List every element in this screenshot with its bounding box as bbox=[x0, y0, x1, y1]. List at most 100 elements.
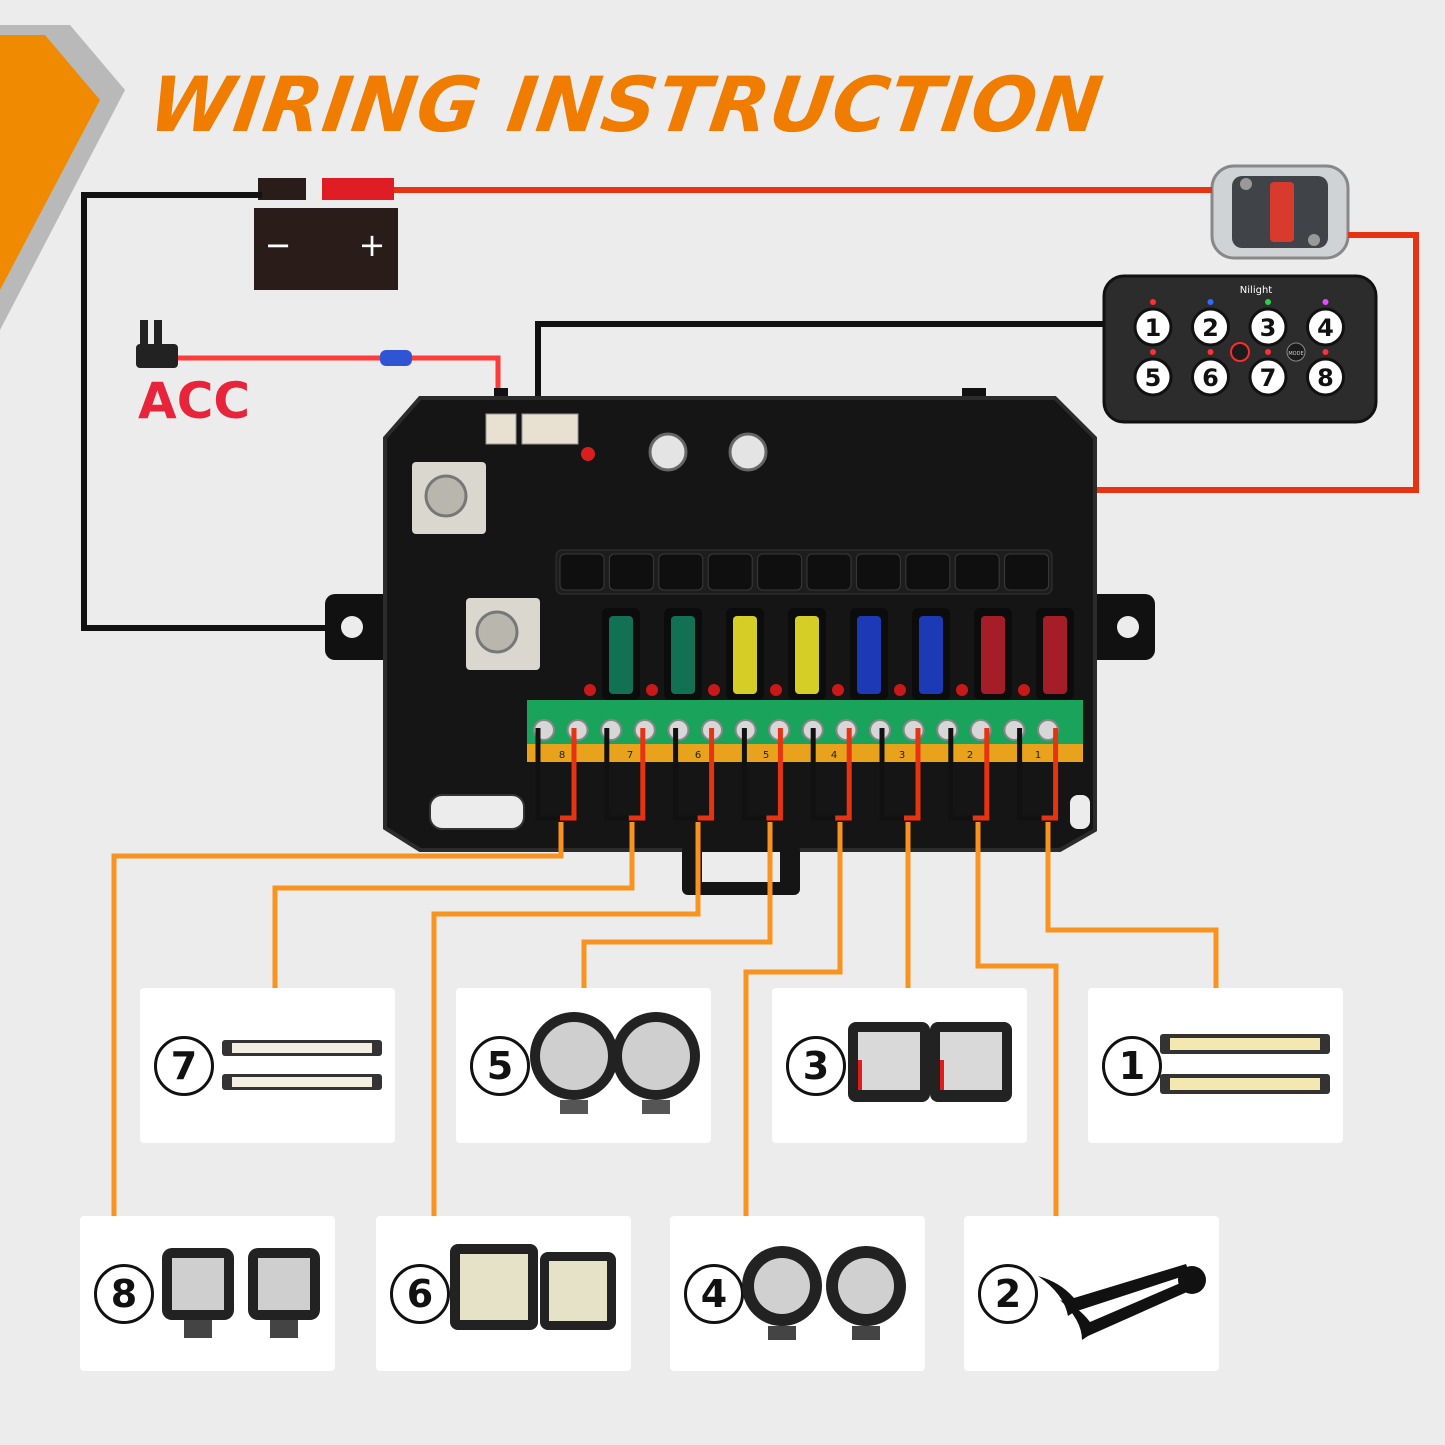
relay bbox=[1004, 553, 1050, 591]
wire-to-device-2 bbox=[975, 822, 1059, 1216]
wire-controller bbox=[535, 321, 1106, 420]
device-card-6: 6 bbox=[376, 1216, 631, 1371]
fuse-number-label: 4 bbox=[831, 750, 837, 761]
switch-led bbox=[1150, 349, 1156, 355]
device-card-5: 5 bbox=[456, 988, 711, 1143]
switch-button-2[interactable]: 2 bbox=[1191, 299, 1230, 347]
wire-to-device-4 bbox=[743, 822, 843, 1216]
switch-led bbox=[1265, 349, 1271, 355]
fuse bbox=[671, 616, 695, 694]
circuit-breaker bbox=[1210, 164, 1350, 260]
output-ground-wire bbox=[535, 728, 560, 821]
output-positive-wire bbox=[904, 728, 921, 821]
cube-light-icon bbox=[450, 1244, 616, 1330]
switch-button-label: 7 bbox=[1260, 364, 1277, 392]
output-ground-wire bbox=[810, 728, 836, 821]
switch-button-face bbox=[1191, 307, 1230, 347]
switch-button-6[interactable]: 6 bbox=[1191, 349, 1230, 397]
switch-led bbox=[1322, 349, 1329, 355]
switch-led bbox=[1265, 299, 1271, 305]
device-number: 6 bbox=[390, 1264, 450, 1324]
switch-button-1[interactable]: 1 bbox=[1133, 299, 1173, 347]
switch-led bbox=[1207, 349, 1214, 355]
fuse-indicator-led bbox=[832, 684, 844, 696]
device-number: 1 bbox=[1102, 1036, 1162, 1096]
relay bbox=[707, 553, 753, 591]
device-card-2: 2 bbox=[964, 1216, 1219, 1371]
battery: − + bbox=[254, 178, 398, 290]
fuse-number-label: 8 bbox=[559, 750, 565, 761]
switch-button-8[interactable]: 8 bbox=[1306, 349, 1345, 397]
round-pod-light-icon bbox=[742, 1246, 906, 1340]
acc-label: ACC bbox=[138, 372, 251, 430]
switch-button-3[interactable]: 3 bbox=[1248, 299, 1288, 347]
switch-button-face bbox=[1133, 357, 1173, 397]
relay bbox=[559, 553, 605, 591]
wire-to-device-8 bbox=[111, 822, 564, 1216]
switch-button-face bbox=[1191, 357, 1230, 397]
fuse-number-label: 5 bbox=[763, 750, 769, 761]
power-button[interactable] bbox=[1230, 342, 1250, 362]
wire-to-device-7 bbox=[272, 822, 635, 988]
terminal-screw bbox=[902, 719, 925, 741]
fuse-number-label: 6 bbox=[695, 750, 701, 761]
switch-button-5[interactable]: 5 bbox=[1133, 349, 1173, 397]
battery-positive-label: + bbox=[359, 226, 386, 264]
output-ground-wire bbox=[673, 728, 698, 821]
switch-button-label: 5 bbox=[1145, 364, 1162, 392]
switch-button-label: 3 bbox=[1260, 314, 1277, 342]
fuse bbox=[795, 616, 819, 694]
terminal-screw bbox=[566, 719, 589, 741]
air-horn-icon bbox=[1038, 1264, 1206, 1340]
fuse-indicator-led bbox=[584, 684, 596, 696]
wire-to-device-6 bbox=[431, 822, 701, 1216]
fuse-number-label: 7 bbox=[627, 750, 633, 761]
switch-button-7[interactable]: 7 bbox=[1248, 349, 1288, 397]
fuse bbox=[609, 616, 633, 694]
output-positive-wire bbox=[835, 728, 852, 821]
relay bbox=[855, 553, 901, 591]
output-ground-wire bbox=[741, 728, 767, 821]
switch-button-4[interactable]: 4 bbox=[1306, 299, 1345, 347]
switch-button-label: 2 bbox=[1202, 314, 1219, 342]
mode-button[interactable]: MODE bbox=[1286, 342, 1306, 362]
fuse-indicator-led bbox=[646, 684, 658, 696]
acc-connector bbox=[380, 350, 412, 366]
fuse bbox=[981, 616, 1005, 694]
device-wires bbox=[111, 822, 1219, 1216]
wire-to-device-5 bbox=[581, 822, 773, 988]
fuse-indicator-led bbox=[956, 684, 968, 696]
relay bbox=[757, 553, 803, 591]
terminal-screw bbox=[835, 719, 858, 741]
output-wires bbox=[535, 728, 1059, 821]
relay bbox=[954, 553, 1000, 591]
device-card-8: 8 bbox=[80, 1216, 335, 1371]
relay bbox=[905, 553, 951, 591]
fuse bbox=[733, 616, 757, 694]
wire-ground bbox=[81, 192, 495, 631]
relay-row bbox=[559, 553, 1050, 591]
fuse-indicator-led bbox=[770, 684, 782, 696]
output-ground-wire bbox=[604, 728, 629, 821]
output-positive-wire bbox=[697, 728, 715, 821]
wire-to-device-1 bbox=[1045, 822, 1219, 988]
mode-button-label: MODE bbox=[1288, 351, 1303, 357]
switch-button-face bbox=[1306, 357, 1345, 397]
switch-button-face bbox=[1248, 357, 1288, 397]
light-bar-icon bbox=[1160, 1034, 1330, 1094]
switch-button-face bbox=[1133, 307, 1173, 347]
output-positive-wire bbox=[972, 728, 990, 821]
output-ground-wire bbox=[1017, 728, 1042, 821]
output-positive-wire bbox=[560, 728, 577, 821]
switch-button-face bbox=[1306, 307, 1345, 347]
switch-button-face bbox=[1248, 307, 1288, 347]
switch-button-label: 8 bbox=[1317, 364, 1334, 392]
device-card-3: 3 bbox=[772, 988, 1027, 1143]
output-ground-wire bbox=[879, 728, 904, 821]
fuse-number-label: 2 bbox=[967, 750, 973, 761]
fuse-indicator-led bbox=[708, 684, 720, 696]
